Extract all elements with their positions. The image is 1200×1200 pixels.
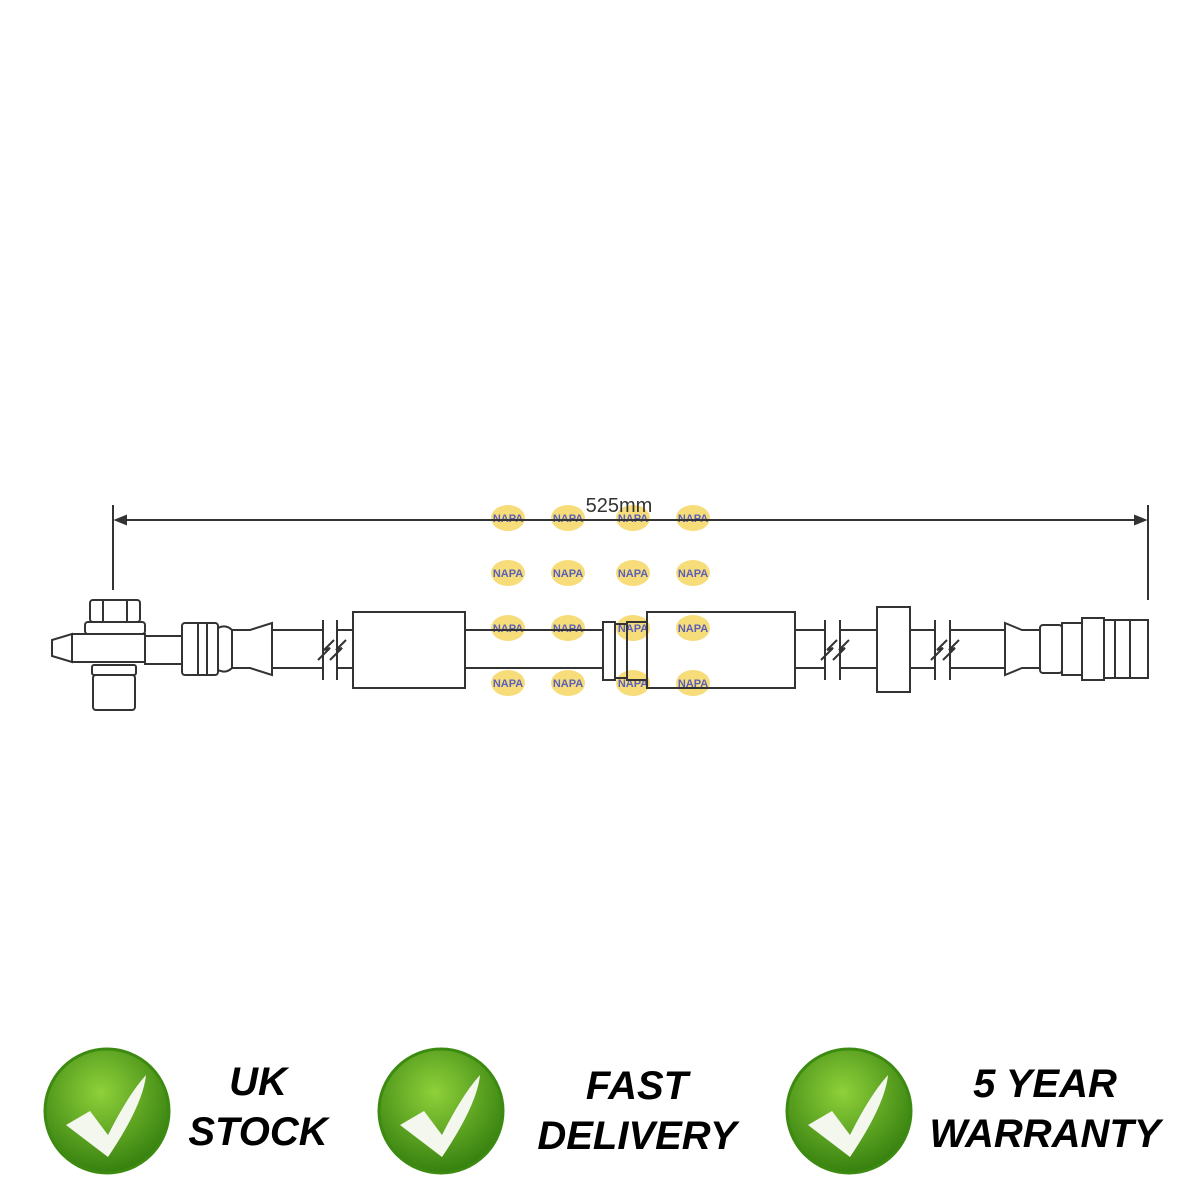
watermark-text: NAPA [678,623,708,635]
watermark-logo: NAPA [676,560,710,586]
badge-fast-delivery: FAST DELIVERY [372,1045,752,1180]
badge-uk-stock: UK STOCK [38,1045,348,1180]
dimension-label: 525mm [586,495,653,517]
watermark-text: NAPA [553,568,583,580]
watermark-logo: NAPA [551,560,585,586]
watermark-logo: NAPA [491,615,525,641]
watermark-text: NAPA [553,678,583,690]
watermark-logo: NAPA [551,670,585,696]
watermark: NAPA NAPA NAPA NAPA NAPA NAPA NAPA NAPA NAPA NAPA… [491,505,710,696]
badge-line2: STOCK [188,1110,328,1154]
watermark-text: NAPA [618,623,648,635]
watermark-text: NAPA [493,678,523,690]
watermark-logo: NAPA [616,670,650,696]
watermark-logo: NAPA [676,615,710,641]
check-icon [377,1047,505,1175]
badge-line2: DELIVERY [537,1114,737,1158]
check-icon [43,1047,171,1175]
dimension-line [112,505,1149,600]
hose-drawing [51,599,1149,711]
check-icon [785,1047,913,1175]
watermark-text: NAPA [678,568,708,580]
watermark-logo: NAPA [491,505,525,531]
badge-5-year-warranty: 5 YEAR WARRANTY [780,1045,1180,1180]
watermark-logo: NAPA [616,560,650,586]
badge-line1: UK [229,1060,287,1104]
brake-hose-diagram: NAPA NAPA NAPA NAPA NAPA NAPA NAPA NAPA NAPA NAPA… [51,495,1149,711]
watermark-logo: NAPA [551,615,585,641]
badge-line1: 5 YEAR [973,1062,1117,1106]
watermark-logo: NAPA [676,670,710,696]
watermark-text: NAPA [493,568,523,580]
watermark-logo: NAPA [491,670,525,696]
watermark-text: NAPA [618,568,648,580]
badge-line2: WARRANTY [929,1112,1161,1156]
watermark-logo: NAPA [676,505,710,531]
watermark-logo: NAPA [616,615,650,641]
watermark-logo: NAPA [491,560,525,586]
watermark-logo: NAPA [551,505,585,531]
badge-line1: FAST [585,1064,689,1108]
